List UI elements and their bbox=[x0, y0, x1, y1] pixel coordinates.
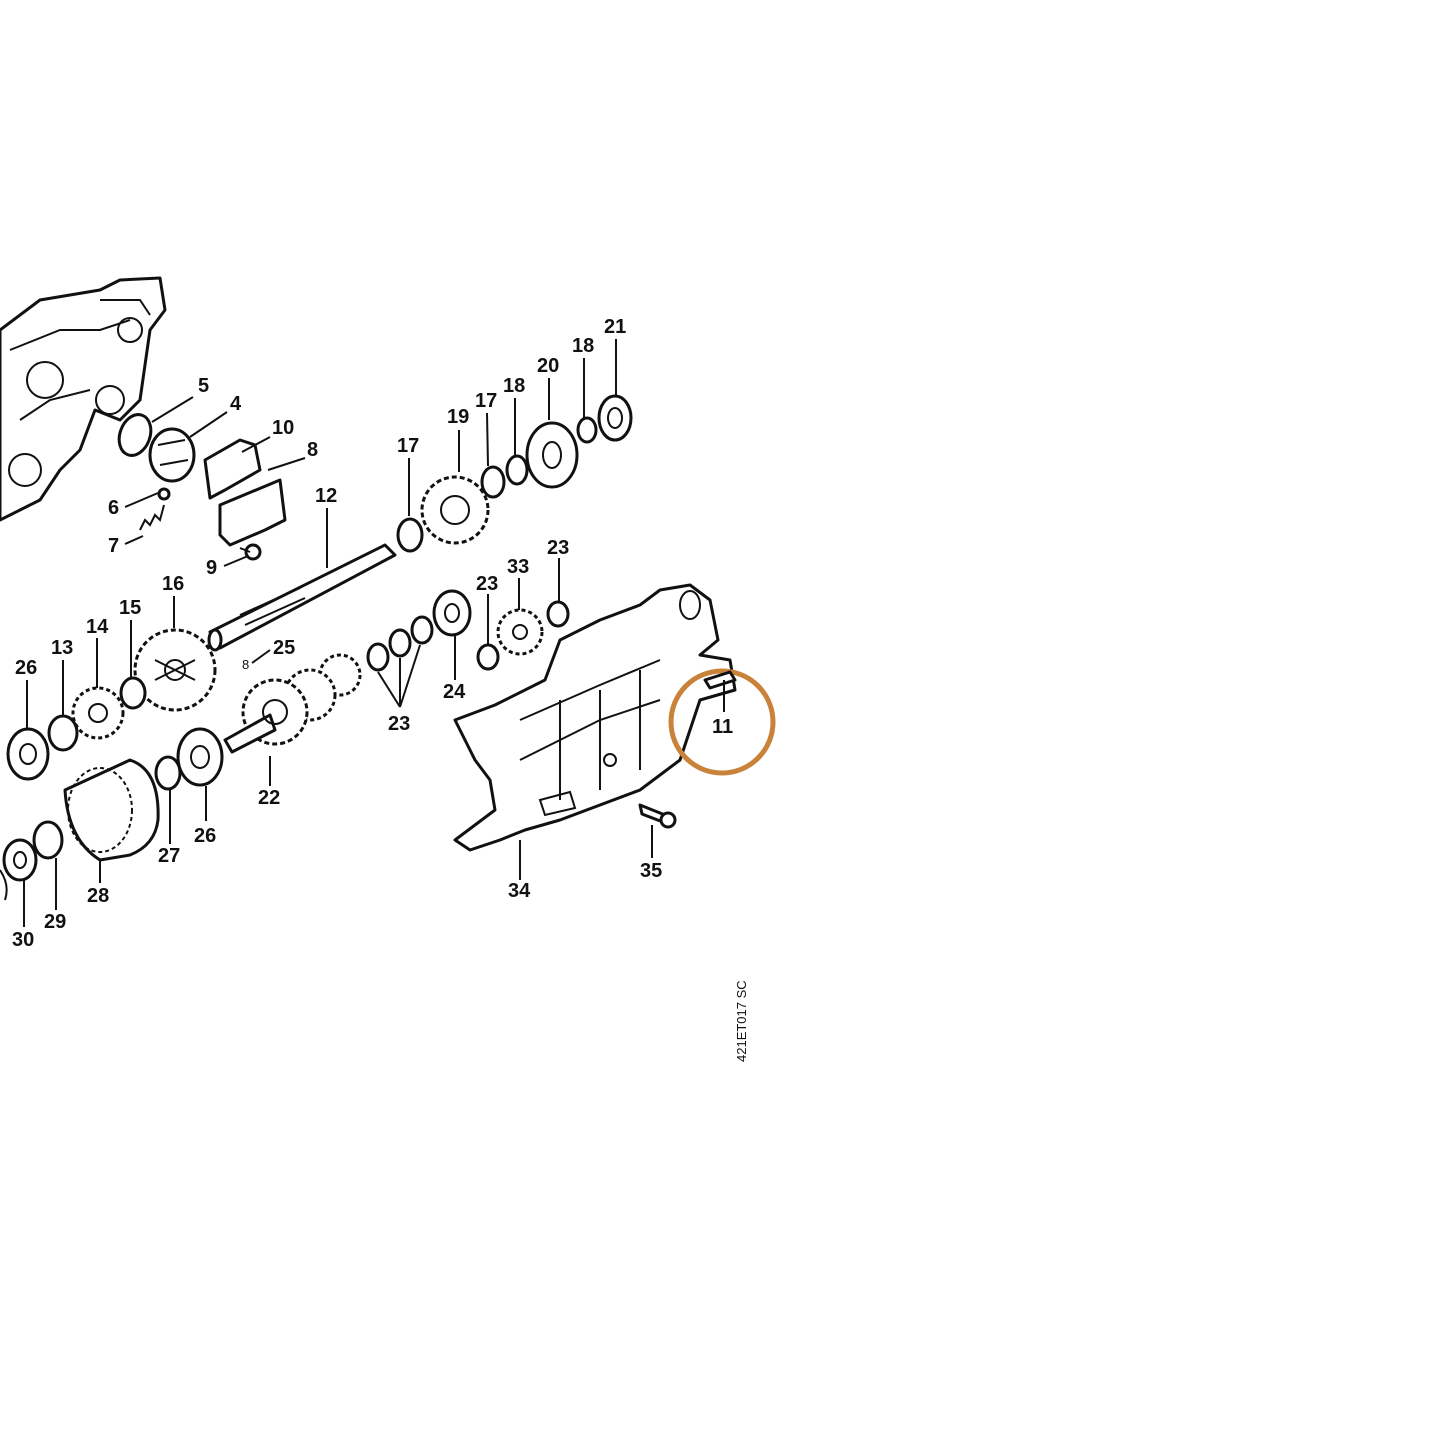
shim-washer bbox=[366, 642, 390, 672]
shift-plate bbox=[218, 478, 287, 547]
partial-part bbox=[0, 869, 8, 901]
callout-11: 11 bbox=[712, 716, 733, 738]
housing-screw bbox=[638, 803, 677, 829]
washer bbox=[47, 714, 79, 752]
compression-spring bbox=[139, 504, 165, 531]
callout-26-right: 26 bbox=[194, 825, 216, 847]
callout-18-right: 18 bbox=[572, 335, 594, 357]
circlip bbox=[505, 454, 529, 486]
callout-29: 29 bbox=[44, 911, 66, 933]
drawing-code: 421ET017 SC bbox=[734, 980, 749, 1062]
main-shaft bbox=[207, 543, 397, 652]
spring-clip bbox=[203, 438, 262, 500]
callout-18-left: 18 bbox=[503, 375, 525, 397]
washer bbox=[32, 820, 64, 860]
pinion-gear bbox=[71, 686, 125, 740]
bevel-gear bbox=[133, 628, 217, 712]
callout-34: 34 bbox=[508, 880, 531, 902]
dowel-pin bbox=[703, 670, 737, 690]
callout-23-left: 23 bbox=[476, 573, 498, 595]
callout-21: 21 bbox=[604, 316, 626, 338]
callout-4: 4 bbox=[230, 393, 242, 415]
ball-bearing bbox=[525, 421, 579, 489]
cam-disc bbox=[148, 427, 196, 483]
gear-cluster bbox=[223, 653, 362, 754]
screw-small bbox=[239, 543, 262, 561]
callout-20: 20 bbox=[537, 355, 559, 377]
callout-labels: 5 4 10 8 6 7 9 12 17 19 17 18 20 18 21 1… bbox=[12, 316, 733, 951]
spur-gear-large bbox=[420, 475, 490, 545]
shim bbox=[2, 838, 38, 882]
callout-23-group: 23 bbox=[388, 713, 410, 735]
o-ring bbox=[117, 413, 153, 457]
callout-9: 9 bbox=[206, 557, 217, 579]
ball-bearing bbox=[432, 589, 472, 637]
detail-mark: 8 bbox=[242, 657, 249, 672]
callout-16: 16 bbox=[162, 573, 184, 595]
ring-gear bbox=[63, 758, 160, 862]
callout-19: 19 bbox=[447, 406, 469, 428]
callout-7: 7 bbox=[108, 535, 119, 557]
shim-washer bbox=[388, 628, 412, 658]
washer bbox=[154, 755, 182, 791]
callout-17-right: 17 bbox=[475, 390, 497, 412]
washer bbox=[119, 676, 147, 710]
callout-27: 27 bbox=[158, 845, 180, 867]
ball-bearing bbox=[176, 727, 224, 787]
shim-washer bbox=[546, 600, 570, 628]
gear-housing bbox=[0, 276, 167, 522]
callout-17-left: 17 bbox=[397, 435, 419, 457]
callout-13: 13 bbox=[51, 637, 73, 659]
callout-24: 24 bbox=[443, 681, 466, 703]
callout-35: 35 bbox=[640, 860, 662, 882]
callout-15: 15 bbox=[119, 597, 141, 619]
callout-23-right: 23 bbox=[547, 537, 569, 559]
callout-10: 10 bbox=[272, 417, 294, 439]
shim-washer bbox=[410, 615, 434, 645]
intermediate-gear bbox=[496, 608, 544, 656]
callout-30: 30 bbox=[12, 929, 34, 951]
thrust-washer bbox=[480, 465, 506, 499]
callout-26-left: 26 bbox=[15, 657, 37, 679]
callout-6: 6 bbox=[108, 497, 119, 519]
callout-22: 22 bbox=[258, 787, 280, 809]
callout-33: 33 bbox=[507, 556, 529, 578]
leader-lines bbox=[23, 339, 725, 927]
callout-5: 5 bbox=[198, 375, 209, 397]
callout-8: 8 bbox=[307, 439, 318, 461]
shaft-seal bbox=[597, 394, 633, 442]
transmission-housing bbox=[453, 583, 737, 852]
callout-14: 14 bbox=[86, 616, 109, 638]
circlip bbox=[576, 416, 598, 444]
ball-bearing bbox=[6, 727, 50, 781]
callout-28: 28 bbox=[87, 885, 109, 907]
thrust-washer bbox=[396, 517, 424, 553]
ball bbox=[157, 487, 171, 501]
callout-12: 12 bbox=[315, 485, 337, 507]
callout-25: 25 bbox=[273, 637, 295, 659]
highlight-ring bbox=[668, 668, 776, 776]
shim-washer bbox=[476, 643, 500, 671]
